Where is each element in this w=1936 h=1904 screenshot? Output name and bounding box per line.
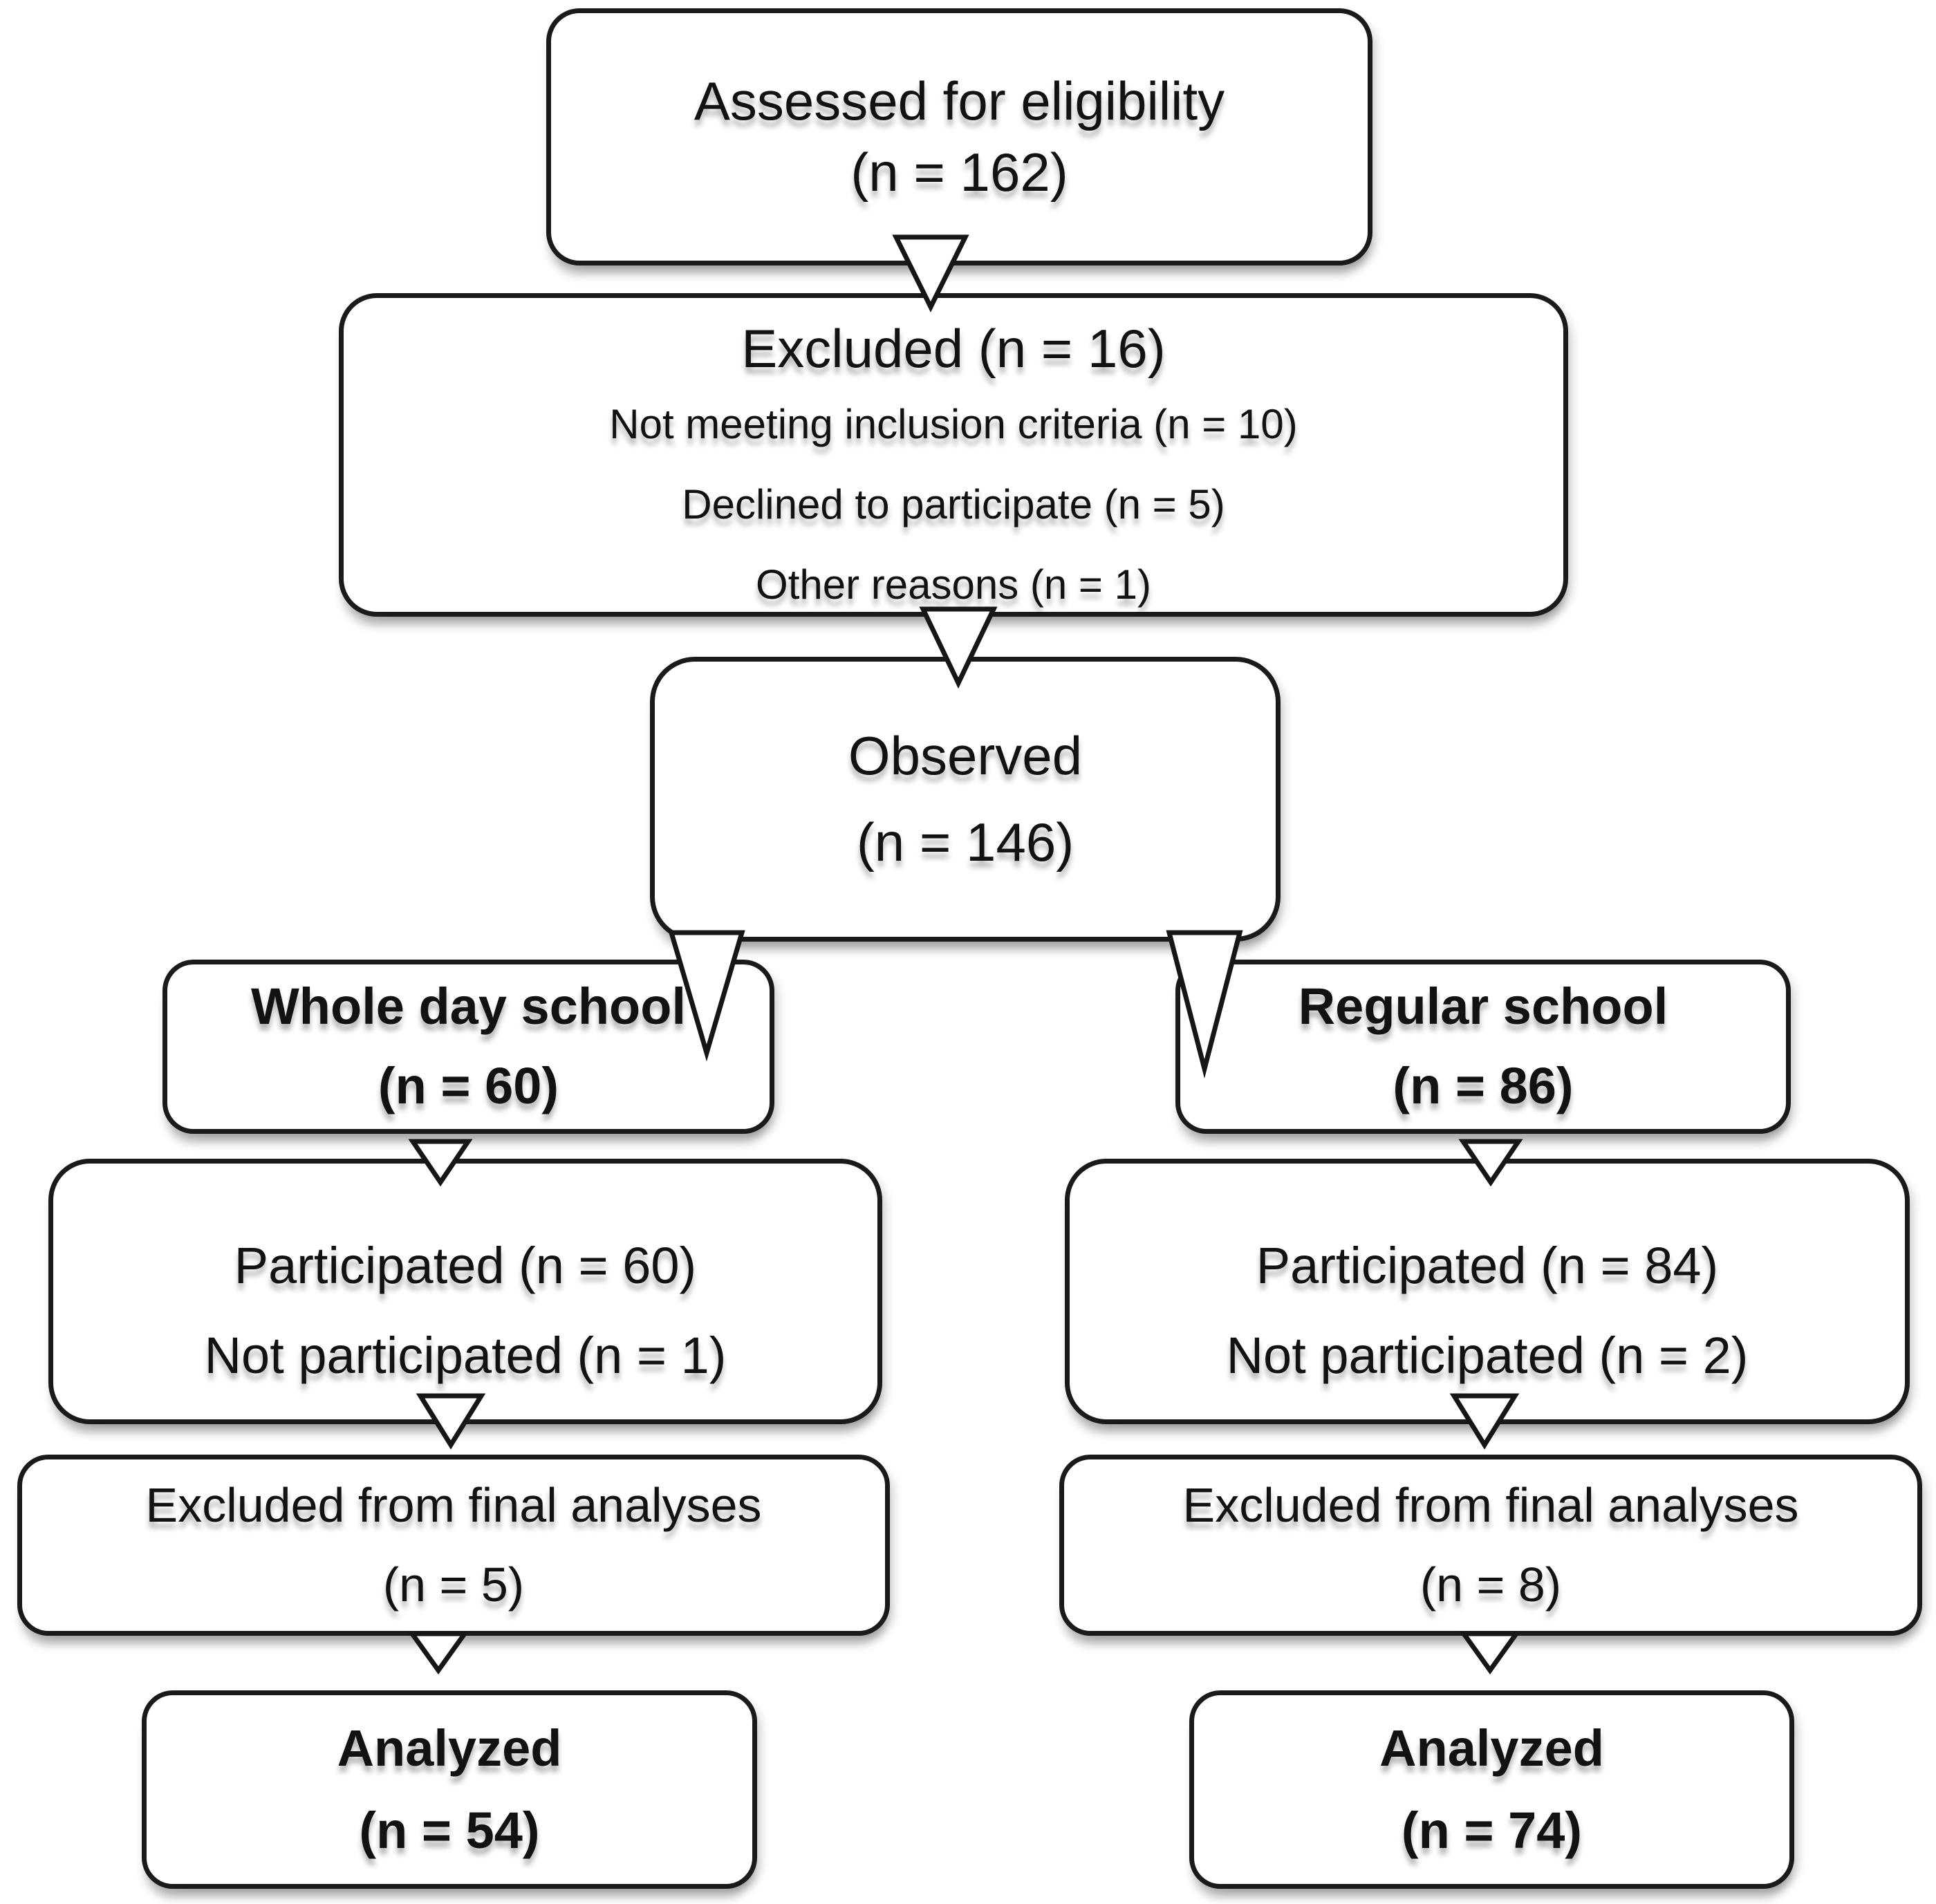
observed-label: Observed <box>848 725 1083 787</box>
excluded-final-whole-day-label: Excluded from final analyses <box>145 1478 762 1533</box>
flow-box-excluded-final-whole-day: Excluded from final analyses (n = 5) <box>17 1455 890 1636</box>
flow-box-excluded-final-regular: Excluded from final analyses (n = 8) <box>1059 1455 1922 1636</box>
flow-box-observed: Observed (n = 146) <box>650 657 1281 942</box>
analyzed-whole-day-label: Analyzed <box>337 1719 562 1777</box>
excluded-reason-declined: Declined to participate (n = 5) <box>682 480 1225 528</box>
down-arrow-icon-regular-to-participated <box>1458 1139 1523 1187</box>
not-participated-whole-day-label: Not participated (n = 1) <box>204 1326 727 1384</box>
regular-school-count: (n = 86) <box>1393 1057 1574 1114</box>
whole-day-school-label: Whole day school <box>250 978 687 1036</box>
down-arrow-icon-participated-to-excluded-final-right <box>1449 1393 1520 1450</box>
flow-box-participated-whole-day: Participated (n = 60) Not participated (… <box>48 1159 882 1424</box>
down-arrow-icon-excluded-final-to-analyzed-left <box>407 1631 469 1675</box>
analyzed-whole-day-count: (n = 54) <box>359 1801 540 1859</box>
flow-box-assessed-for-eligibility: Assessed for eligibility (n = 162) <box>546 8 1372 265</box>
not-participated-regular-label: Not participated (n = 2) <box>1226 1326 1749 1384</box>
participated-whole-day-label: Participated (n = 60) <box>234 1237 697 1294</box>
excluded-reason-other: Other reasons (n = 1) <box>756 561 1151 608</box>
flow-box-participated-regular: Participated (n = 84) Not participated (… <box>1065 1159 1910 1424</box>
excluded-final-regular-count: (n = 8) <box>1420 1558 1562 1612</box>
down-arrow-icon-excluded-final-to-analyzed-right <box>1459 1631 1521 1675</box>
assessed-count: (n = 162) <box>850 142 1068 203</box>
assessed-label: Assessed for eligibility <box>694 71 1225 132</box>
down-arrow-icon-observed-to-regular <box>1166 930 1243 1079</box>
observed-count: (n = 146) <box>856 812 1074 872</box>
down-arrow-icon-assessed-to-excluded <box>892 234 969 312</box>
flow-box-regular-school: Regular school (n = 86) <box>1175 960 1791 1134</box>
flow-box-excluded: Excluded (n = 16) Not meeting inclusion … <box>339 293 1568 617</box>
excluded-title: Excluded (n = 16) <box>741 318 1166 379</box>
flow-box-analyzed-whole-day: Analyzed (n = 54) <box>142 1690 757 1889</box>
down-arrow-icon-observed-to-whole-day <box>668 930 745 1062</box>
analyzed-regular-count: (n = 74) <box>1401 1801 1583 1859</box>
down-arrow-icon-excluded-to-observed <box>919 606 998 689</box>
regular-school-label: Regular school <box>1298 978 1668 1036</box>
analyzed-regular-label: Analyzed <box>1379 1719 1604 1777</box>
excluded-final-regular-label: Excluded from final analyses <box>1182 1478 1799 1533</box>
excluded-final-whole-day-count: (n = 5) <box>382 1558 525 1612</box>
flow-box-whole-day-school: Whole day school (n = 60) <box>162 960 774 1134</box>
down-arrow-icon-whole-day-to-participated <box>408 1139 473 1187</box>
whole-day-school-count: (n = 60) <box>378 1057 559 1114</box>
flow-box-analyzed-regular: Analyzed (n = 74) <box>1189 1690 1794 1889</box>
excluded-reason-inclusion-criteria: Not meeting inclusion criteria (n = 10) <box>609 401 1298 448</box>
down-arrow-icon-participated-to-excluded-final-left <box>416 1393 486 1450</box>
participated-regular-label: Participated (n = 84) <box>1256 1237 1719 1294</box>
